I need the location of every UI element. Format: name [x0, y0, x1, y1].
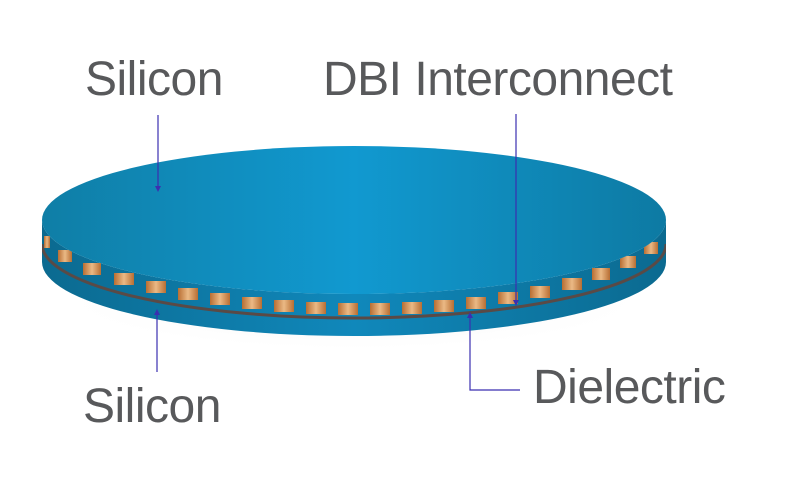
arrow-down-icon [513, 300, 519, 306]
label-dbi-interconnect: DBI Interconnect [323, 53, 673, 106]
wafer-top-silicon [42, 146, 666, 294]
leader-lines [156, 114, 520, 391]
label-silicon-bottom: Silicon [83, 380, 221, 433]
arrowheads [154, 186, 519, 318]
dbi-copper-pads [44, 236, 658, 315]
arrow-up-icon [154, 309, 160, 315]
wafer-edge [42, 220, 666, 336]
arrow-up-icon [467, 312, 473, 318]
label-silicon-top: Silicon [85, 53, 223, 106]
arrow-down-icon [155, 186, 161, 192]
label-dielectric: Dielectric [533, 361, 726, 414]
dielectric-layer [42, 243, 666, 320]
leader-dielectric [469, 315, 520, 391]
